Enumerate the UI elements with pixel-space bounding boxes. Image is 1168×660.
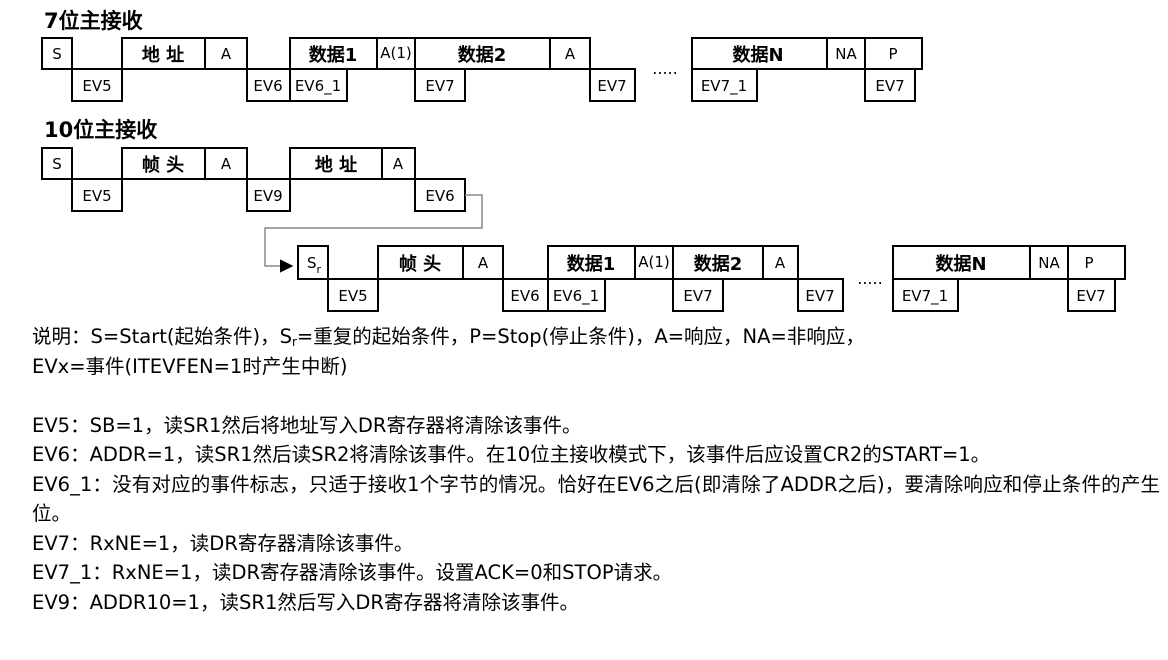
box-ack	[204, 147, 248, 180]
note-ev7-1: EV7_1：RxNE=1，读DR寄存器清除该事件。设置ACK=0和STOP请求。	[32, 561, 673, 584]
box-ack	[462, 245, 504, 280]
event-label: EV7	[875, 77, 904, 95]
event-label: EV5	[338, 287, 367, 305]
note-ev6-1: EV6_1：没有对应的事件标志，只适于接收1个字节的情况。恰好在EV6之后(即清…	[32, 472, 1160, 526]
box-label: S	[52, 155, 62, 173]
legend-line: 说明：S=Start(起始条件)，Sr=重复的起始条件，P=Stop(停止条件)…	[32, 325, 865, 349]
event-label: EV7	[425, 77, 454, 95]
notes-block: 说明：S=Start(起始条件)，Sr=重复的起始条件，P=Stop(停止条件)…	[32, 322, 1160, 617]
box-ev9	[246, 178, 291, 212]
box-label: A	[221, 45, 232, 63]
box-label: A(1)	[380, 44, 412, 62]
box-ev5	[327, 278, 379, 312]
event-label: EV9	[253, 187, 282, 205]
box-ev7	[414, 68, 466, 102]
box-ev7	[672, 278, 724, 312]
event-label: EV6	[425, 187, 454, 205]
event-label: EV7	[597, 77, 626, 95]
event-label: EV7	[805, 287, 834, 305]
box-label: NA	[1038, 254, 1060, 272]
box-ev6-1	[547, 278, 606, 312]
box-label: 帧 头	[399, 253, 441, 275]
box-label: A	[565, 45, 576, 63]
continuation-connector	[264, 194, 483, 273]
box-label: 数据2	[694, 253, 743, 275]
box-label: P	[888, 45, 897, 63]
event-label: EV6_1	[295, 77, 341, 96]
box-ev7	[589, 68, 636, 102]
note-ev7: EV7：RxNE=1，读DR寄存器清除该事件。	[32, 531, 414, 555]
box-s	[41, 37, 73, 70]
box-label: 数据1	[309, 44, 358, 66]
box-label: P	[1084, 254, 1093, 272]
ellipsis: .....	[857, 269, 882, 288]
box-label: Sr	[307, 254, 322, 276]
box-label: NA	[835, 45, 857, 63]
box-label: A	[221, 155, 232, 173]
box-label: 地 址	[315, 154, 357, 176]
box-ack	[204, 37, 248, 70]
box-label: A	[393, 155, 404, 173]
box-ev7-1	[892, 278, 959, 312]
box-label: 地 址	[142, 44, 184, 66]
section-title-10bit: 10位主接收	[44, 118, 157, 142]
box-ev5	[71, 178, 123, 212]
event-label: EV7_1	[902, 287, 948, 306]
ellipsis: .....	[652, 59, 677, 78]
box-ev7	[864, 68, 916, 102]
event-label: EV6	[253, 77, 282, 95]
box-ev5	[71, 68, 123, 102]
box-ev7-1	[691, 68, 758, 102]
box-label: 数据N	[935, 253, 986, 275]
box-label: A(1)	[638, 253, 670, 271]
event-label: EV6	[510, 287, 539, 305]
box-label: 数据N	[732, 44, 783, 66]
box-ev7	[1067, 278, 1116, 312]
box-label: 帧 头	[142, 154, 184, 176]
box-label: A	[478, 254, 489, 272]
box-ev7	[797, 278, 844, 312]
box-ack	[381, 147, 416, 180]
box-label: 数据2	[458, 44, 507, 66]
note-ev9: EV9：ADDR10=1，读SR1然后写入DR寄存器将清除该事件。	[32, 590, 579, 614]
note-ev5: EV5：SB=1，读SR1然后将地址写入DR寄存器将清除该事件。	[32, 413, 582, 437]
box-ack	[762, 245, 799, 280]
event-label: EV7	[1076, 287, 1105, 305]
event-label: EV5	[82, 187, 111, 205]
box-sr	[297, 245, 329, 280]
section-title-7bit: 7位主接收	[44, 9, 143, 33]
event-label: EV5	[82, 77, 111, 95]
box-label: 数据1	[567, 253, 616, 275]
box-label: S	[52, 45, 62, 63]
note-ev6: EV6：ADDR=1，读SR1然后读SR2将清除该事件。在10位主接收模式下，该…	[32, 443, 991, 466]
box-s	[41, 147, 73, 180]
box-stop	[1067, 245, 1126, 280]
event-label: EV7	[683, 287, 712, 305]
event-label: EV6_1	[553, 287, 599, 306]
box-ack	[549, 37, 591, 70]
event-label: EV7_1	[701, 77, 747, 96]
legend-line: EVx=事件(ITEVFEN=1时产生中断)	[32, 354, 348, 378]
box-ev6-1	[289, 68, 348, 102]
i2c-sequence-diagram: 7位主接收 S 地 址 A 数据1 A(1) 数据2 A 数据N NA P EV…	[41, 9, 1126, 312]
box-label: A	[775, 254, 786, 272]
